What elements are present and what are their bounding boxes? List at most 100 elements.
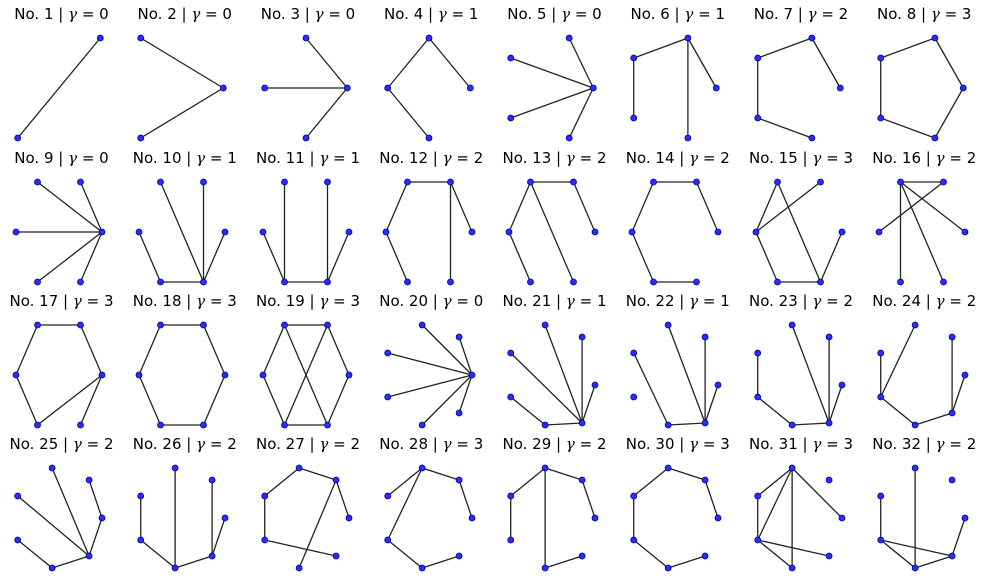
graph-node	[98, 371, 106, 379]
title-separator: |	[551, 292, 566, 310]
graph-edge	[880, 396, 916, 426]
graph-drawing	[384, 464, 476, 572]
title-separator: |	[58, 435, 73, 453]
graph-node	[628, 228, 636, 236]
graph-node	[541, 464, 549, 472]
graph-node	[877, 114, 884, 122]
gamma-value: 2	[473, 149, 484, 167]
graph-edge	[934, 87, 964, 139]
graph-edge	[421, 555, 460, 569]
graph-node	[911, 421, 919, 429]
graph-edge	[203, 374, 226, 426]
graph-node	[693, 278, 701, 286]
graph-node	[701, 552, 709, 560]
graph-node	[507, 492, 515, 500]
graph-edge	[508, 181, 532, 233]
gamma-symbol: γ	[812, 292, 822, 310]
equals-sign: =	[81, 292, 104, 310]
graph-drawing	[260, 464, 352, 572]
graph-node	[157, 178, 165, 186]
graph-title: No. 8 | γ = 3	[863, 5, 986, 23]
graph-edge	[79, 324, 103, 376]
gamma-symbol: γ	[72, 292, 82, 310]
graph-node	[701, 476, 709, 484]
graph-node	[418, 421, 426, 429]
graph-node	[825, 419, 832, 427]
graph-node	[12, 371, 20, 379]
title-separator: |	[921, 292, 936, 310]
graph-node	[77, 321, 84, 329]
graph-node	[961, 514, 969, 522]
gamma-value: 2	[843, 292, 853, 310]
graph-panel: No. 25 | γ = 2	[0, 430, 123, 576]
graph-node	[137, 34, 145, 42]
graph-panel: No. 9 | γ = 0	[0, 144, 123, 290]
title-separator: |	[428, 149, 443, 167]
graph-edge	[88, 517, 103, 557]
graph-node	[200, 178, 208, 186]
graph-edge	[264, 539, 336, 557]
equals-sign: =	[944, 435, 967, 453]
graph-edge	[510, 396, 546, 426]
graph-node	[931, 34, 939, 42]
gamma-value: 0	[592, 5, 602, 23]
graph-title: No. 14 | γ = 2	[616, 149, 739, 167]
graph-node	[302, 34, 309, 42]
title-separator: |	[181, 292, 197, 310]
graph-edge	[385, 181, 408, 233]
graph-number: No. 19	[256, 292, 305, 310]
gamma-symbol: γ	[689, 435, 699, 453]
equals-sign: =	[816, 5, 839, 23]
equals-sign: =	[77, 149, 100, 167]
graph-number: No. 31	[749, 435, 798, 453]
graph-edge	[899, 181, 944, 283]
graph-node	[753, 393, 761, 401]
graph-edge	[819, 231, 843, 283]
graph-node	[137, 536, 145, 544]
gamma-value: 0	[99, 149, 109, 167]
gamma-value: 3	[473, 435, 484, 453]
equals-sign: =	[698, 292, 721, 310]
graph-node	[468, 228, 476, 236]
graph-number: No. 27	[256, 435, 305, 453]
graph-number: No. 3	[260, 5, 300, 23]
gamma-value: 2	[720, 149, 730, 167]
graph-node	[323, 278, 331, 286]
graph-drawing	[137, 34, 227, 142]
graph-title: No. 11 | γ = 1	[247, 149, 370, 167]
graph-node	[403, 278, 411, 286]
graph-node	[808, 134, 815, 142]
graph-node	[507, 536, 515, 544]
equals-sign: =	[570, 5, 593, 23]
graph-title: No. 15 | γ = 3	[740, 149, 863, 167]
gamma-value: 2	[966, 435, 977, 453]
graph-number: No. 11	[256, 149, 305, 167]
graph-edge	[633, 37, 689, 59]
graph-number: No. 25	[9, 435, 59, 453]
graph-node	[137, 492, 145, 500]
title-separator: |	[181, 435, 197, 453]
graph-title: No. 2 | γ = 0	[123, 5, 246, 23]
graph-number: No. 6	[630, 5, 670, 23]
graph-edge	[545, 422, 583, 426]
graph-edge	[776, 181, 821, 283]
graph-title: No. 19 | γ = 3	[247, 292, 370, 310]
graph-panel: No. 1 | γ = 0	[0, 0, 123, 146]
graph-title: No. 4 | γ = 1	[370, 5, 493, 23]
graph-edge	[421, 467, 460, 481]
graph-edge	[754, 231, 778, 283]
equals-sign: =	[574, 435, 597, 453]
gamma-value: 3	[720, 435, 730, 453]
graph-node	[135, 371, 143, 379]
graph-number: No. 7	[753, 5, 793, 23]
graph-node	[260, 492, 268, 500]
graph-edge	[17, 37, 101, 139]
graph-number: No. 16	[872, 149, 922, 167]
gamma-symbol: γ	[191, 5, 201, 23]
graph-node	[877, 536, 884, 544]
graph-panel: No. 3 | γ = 0	[247, 0, 370, 146]
graph-node	[468, 371, 476, 379]
graph-node	[591, 514, 599, 522]
graph-edge	[696, 181, 719, 233]
